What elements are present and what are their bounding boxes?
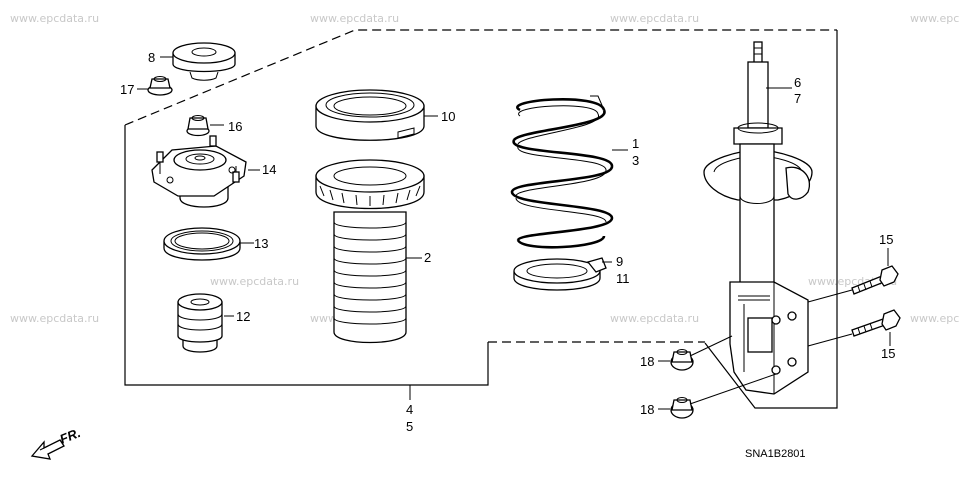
part-18-nut-upper[interactable] xyxy=(670,349,694,371)
watermark: www.epcdata.ru xyxy=(10,312,99,325)
callout-1: 1 xyxy=(632,136,639,151)
callout-11: 11 xyxy=(616,271,630,286)
part-13-bearing[interactable] xyxy=(163,227,241,261)
watermark: www.epc xyxy=(910,12,959,25)
part-17-flange-nut[interactable] xyxy=(147,76,173,96)
callout-13: 13 xyxy=(254,236,268,251)
callout-17: 17 xyxy=(120,82,134,97)
part-2-dust-boot[interactable] xyxy=(315,159,425,344)
watermark: www.epcdata.ru xyxy=(610,12,699,25)
assembly-frame xyxy=(124,29,838,409)
watermark: www.epcdata.ru xyxy=(610,312,699,325)
callout-6: 6 xyxy=(794,75,801,90)
front-direction-arrow: FR. xyxy=(30,425,83,460)
callout-4: 4 xyxy=(406,402,413,417)
callout-2: 2 xyxy=(424,250,431,265)
callout-16: 16 xyxy=(228,119,242,134)
front-label: FR. xyxy=(58,425,83,447)
watermark: www.epcdata.ru xyxy=(10,12,99,25)
callout-18-lower: 18 xyxy=(640,402,654,417)
callout-18-upper: 18 xyxy=(640,354,654,369)
callout-9: 9 xyxy=(616,254,623,269)
callout-7: 7 xyxy=(794,91,801,106)
callout-8: 8 xyxy=(148,50,155,65)
callout-5: 5 xyxy=(406,419,413,434)
part-12-bump-stop[interactable] xyxy=(177,293,223,353)
part-1-coil-spring[interactable] xyxy=(510,95,614,249)
part-15-bolt-lower[interactable] xyxy=(851,309,901,337)
part-9-lower-spring-seat[interactable] xyxy=(513,257,607,291)
diagram-code: SNA1B2801 xyxy=(745,448,806,460)
callout-14: 14 xyxy=(262,162,276,177)
part-16-nut[interactable] xyxy=(186,115,210,137)
part-15-bolt-upper[interactable] xyxy=(851,265,899,295)
callout-15-upper: 15 xyxy=(879,232,893,247)
callout-12: 12 xyxy=(236,309,250,324)
part-18-nut-lower[interactable] xyxy=(670,397,694,419)
part-14-upper-mount[interactable] xyxy=(151,135,247,208)
watermark: www.epcdata.ru xyxy=(210,275,299,288)
part-6-shock-absorber[interactable] xyxy=(703,41,813,395)
callout-3: 3 xyxy=(632,153,639,168)
callout-15-lower: 15 xyxy=(881,346,895,361)
watermark: www.epcdata.ru xyxy=(310,12,399,25)
callout-10: 10 xyxy=(441,109,455,124)
part-8-bump-cap[interactable] xyxy=(172,42,236,81)
part-10-upper-spring-seat[interactable] xyxy=(315,89,425,141)
watermark: www.epc xyxy=(910,312,959,325)
